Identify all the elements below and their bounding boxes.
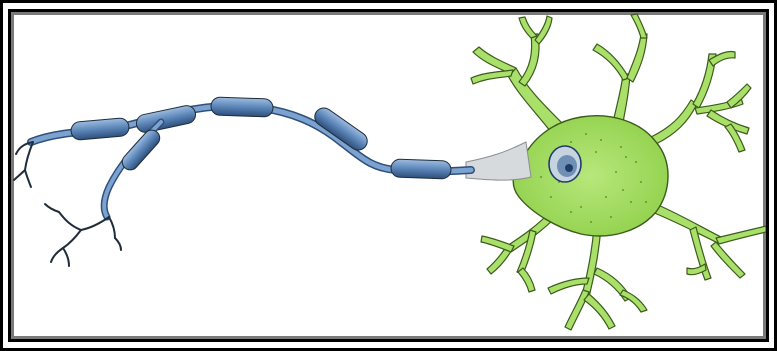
nucleus — [549, 146, 581, 182]
image-panel — [8, 9, 769, 342]
axon-hillock — [466, 142, 531, 180]
neuron-illustration — [11, 12, 766, 339]
myelin-segment — [70, 118, 129, 141]
cell-body — [513, 116, 668, 236]
myelin-segment — [135, 104, 197, 134]
myelin-segment — [211, 97, 274, 117]
axon — [31, 97, 471, 217]
myelin-segment — [391, 159, 452, 179]
